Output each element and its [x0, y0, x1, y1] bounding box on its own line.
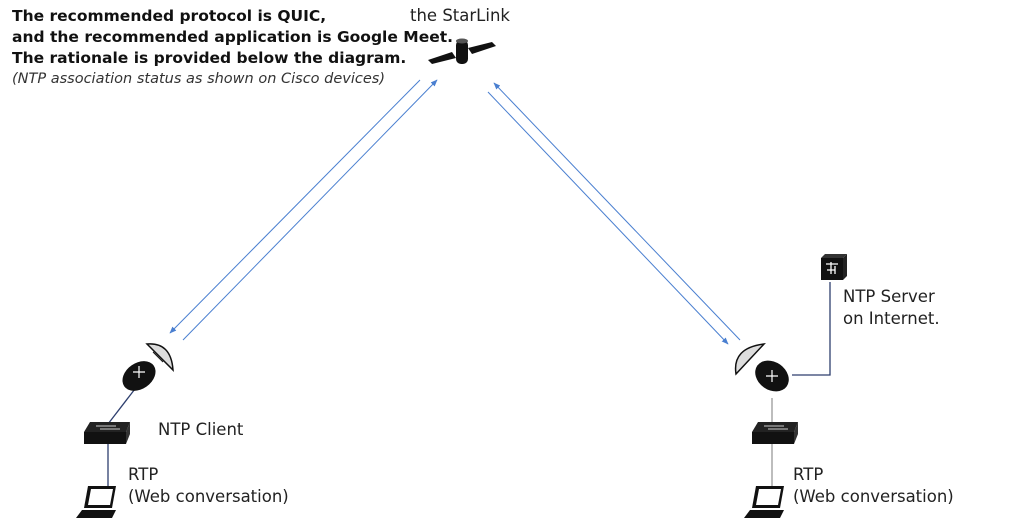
header-line-3: The rationale is provided below the diag…	[12, 49, 407, 67]
right-laptop-icon[interactable]	[744, 486, 784, 518]
header-note: (NTP association status as shown on Cisc…	[12, 71, 386, 87]
left-switch-icon[interactable]	[84, 422, 130, 444]
satellite-label: the StarLink	[410, 6, 510, 25]
ntp-server-label-1: NTP Server	[843, 287, 935, 306]
left-laptop-icon[interactable]	[76, 486, 116, 518]
left-rtp-sub: (Web conversation)	[128, 487, 289, 506]
header-line-2: and the recommended application is Googl…	[12, 28, 454, 46]
ntp-client-label: NTP Client	[158, 420, 244, 439]
ntp-server-label-2: on Internet.	[843, 309, 940, 328]
uplink-right-down	[487, 91, 729, 345]
header-line-1: The recommended protocol is QUIC,	[12, 7, 327, 25]
uplink-left-up	[182, 79, 438, 341]
satellite-icon[interactable]	[428, 38, 496, 65]
right-switch-icon[interactable]	[752, 422, 798, 444]
ntp-server-icon[interactable]	[821, 254, 847, 280]
right-rtp-label: RTP	[793, 465, 824, 484]
left-rtp-label: RTP	[128, 465, 159, 484]
left-satellite-router-icon[interactable]	[117, 343, 174, 397]
uplink-left-down	[169, 79, 421, 334]
right-satellite-router-icon[interactable]	[734, 342, 795, 398]
wire-right-router-server	[792, 282, 831, 376]
uplink-right-up	[493, 82, 741, 341]
header-text: The recommended protocol is QUIC, and th…	[12, 6, 453, 90]
right-rtp-sub: (Web conversation)	[793, 487, 954, 506]
wire-left-router-switch	[107, 384, 139, 425]
